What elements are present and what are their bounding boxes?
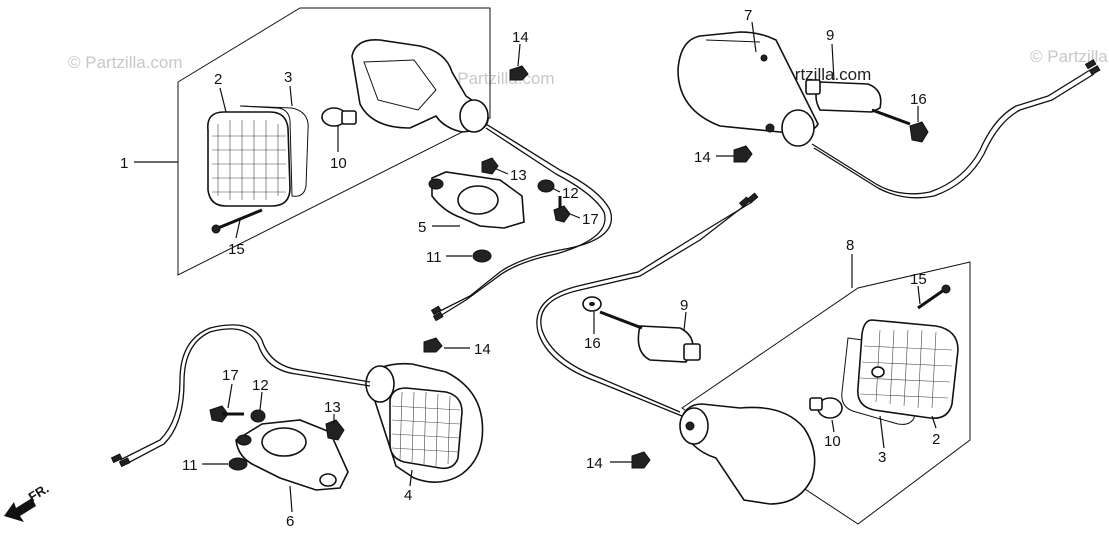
bolt-17-right [209,405,244,423]
bracket-front-left [428,171,525,229]
bulb-front-left [321,107,357,127]
callout-3-rear-left: 3 [878,449,886,466]
wire-rear-left-2 [536,201,753,417]
screw-rear-left [917,284,951,310]
washer-12-left [537,179,555,193]
callout-2-front-left: 2 [214,71,222,88]
front-right-signal-assembly [365,362,484,483]
watermark-right: © Partzilla.com [1030,47,1109,66]
screw-14-top [509,65,529,81]
connector-rear-right-b [1088,65,1101,76]
wire-front-right-2 [125,328,371,465]
grommet-11-left [472,249,492,263]
callout-9-upper: 9 [826,27,834,44]
connector-rear-right-a [1084,59,1097,70]
lens-front-left [207,111,291,207]
callout-12-left: 12 [562,185,579,202]
screw-14-upper-right [733,145,753,163]
bracket-front-right [235,419,349,491]
rear-left-signal-assembly [679,261,971,525]
lens-rear-left [857,319,959,420]
callout-numbers: 1 2 3 10 15 14 13 12 17 5 11 14 7 9 16 1… [120,7,940,530]
callout-14-lower: 14 [586,455,603,472]
connector-front-left-a [430,305,442,316]
callout-16-lower: 16 [584,335,601,352]
wire-front-left-2 [439,127,606,317]
wire-front-left [437,123,612,313]
washer-12-right [250,409,266,423]
bulb-rear-left [809,397,843,419]
callout-9-lower: 9 [680,297,688,314]
callout-2-rear-left: 2 [932,431,940,448]
leader-lines [134,21,937,513]
connector-rear-left-b [746,192,759,204]
callout-12-right: 12 [252,377,269,394]
screw-14-mid [423,337,443,353]
connector-front-right-a [110,453,123,464]
callout-15-front-left: 15 [228,241,245,258]
callout-11-left: 11 [426,249,442,266]
socket-lower [599,310,701,363]
wire-rear-right-2 [813,73,1095,199]
front-direction-indicator: FR. [4,481,51,522]
callout-15-rear-left: 15 [910,271,927,288]
callout-10-rear-left: 10 [824,433,841,450]
rear-right-housing [677,31,819,147]
callout-7: 7 [744,7,752,24]
callout-1: 1 [120,155,128,172]
watermark-left: © Partzilla.com [68,53,183,72]
callout-14-mid: 14 [474,341,491,358]
front-arrow-icon [4,498,36,522]
nut-16-upper [909,121,929,143]
front-left-signal-assembly [177,7,491,276]
callout-5: 5 [418,219,426,236]
callout-11-right: 11 [182,457,198,474]
callout-17-left: 17 [582,211,599,228]
callout-8: 8 [846,237,854,254]
callout-16-upper: 16 [910,91,927,108]
housing-front-left [351,39,489,133]
callout-3-front-left: 3 [284,69,292,86]
bolt-17-left [553,196,571,223]
screw-front-left [211,208,263,234]
callout-14-upper-right: 14 [694,149,711,166]
callout-14-top: 14 [512,29,529,46]
callout-10-front-left: 10 [330,155,347,172]
washer-16-lower [582,296,602,312]
callout-4: 4 [404,487,412,504]
watermark-logo-text: Partzilla.com [774,65,871,84]
grommet-11-right [228,457,248,471]
socket-upper [805,79,911,126]
nut-13-right [325,419,345,441]
wire-rear-left [540,205,745,413]
callout-17-right: 17 [222,367,239,384]
wire-rear-right [811,69,1091,195]
lens-front-right [389,387,463,470]
screw-14-lower [631,451,651,469]
wire-front-right [119,324,371,461]
connector-front-left-b [432,311,444,322]
housing-rear-lower [679,403,816,505]
nut-13-left [481,157,499,175]
callout-6: 6 [286,513,294,530]
connector-front-right-b [118,457,131,468]
gasket-front-left [239,105,309,197]
callout-13-right: 13 [324,399,341,416]
callout-13-left: 13 [510,167,527,184]
